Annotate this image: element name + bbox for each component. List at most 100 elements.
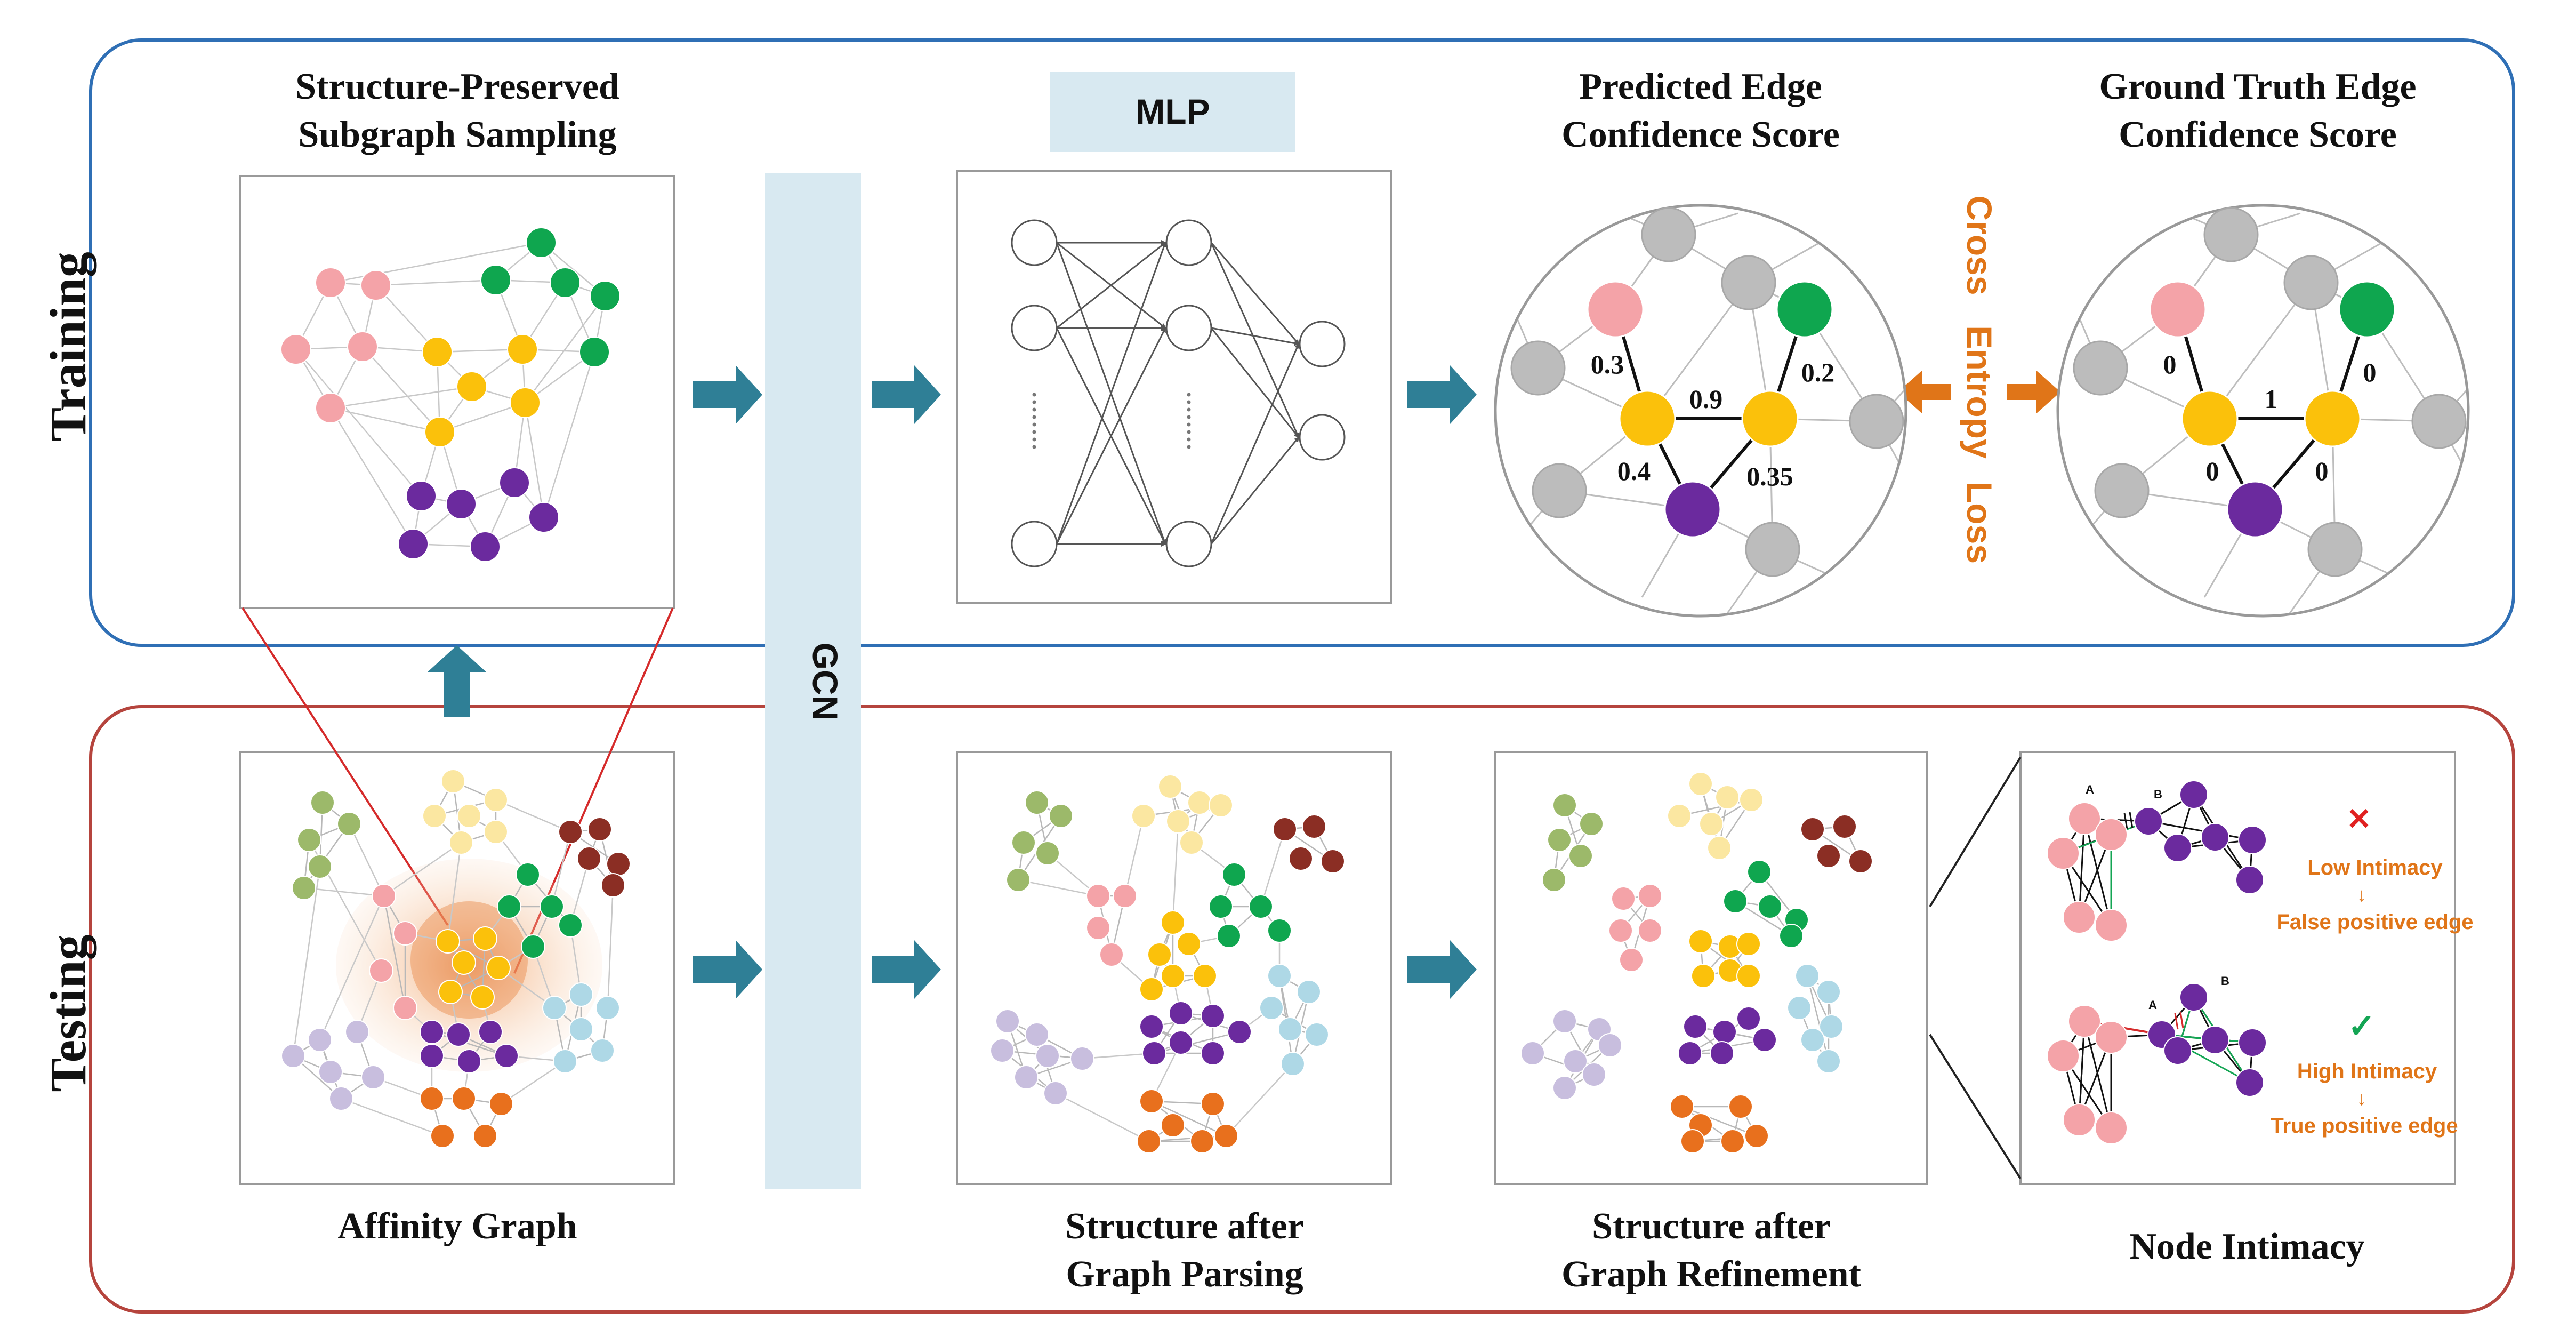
parsing-node-purple [1169,1030,1193,1055]
affinity-node-light_yellow [449,830,473,855]
parsing-node-pink [1086,884,1110,908]
refine-node-brown [1832,814,1857,839]
affinity-node-yellow [486,956,511,980]
sampling-edge [362,346,440,433]
refine-node-pink [1608,918,1633,943]
parsing-edge [1172,821,1179,923]
mlp-neuron [1011,305,1058,351]
mlp-ellipsis-dot [1187,430,1191,434]
intimacy-node-purple [2201,1026,2229,1054]
parsing-node-green [1217,924,1241,948]
high-down-arrow-icon: ↓ [2357,1087,2366,1109]
sampling-node-yellow [422,337,453,367]
check-mark-icon: ✓ [2348,1008,2376,1045]
refine-node-green [1779,924,1804,948]
sampling-edge [329,407,414,545]
intimacy-node-pink [2095,909,2128,942]
loss-arrow-right [2007,371,2060,413]
mlp-ellipsis-dot [1187,393,1191,397]
training-label: Training [39,252,96,442]
affinity-node-purple [420,1044,444,1068]
ground-circle [2056,204,2470,618]
arrow-mlp-to-predicted [1407,365,1477,424]
intimacy-graph [2047,780,2267,1144]
affinity-node-orange [452,1086,476,1111]
parsing-node-green [1222,862,1246,887]
parsing-node-purple [1201,1004,1225,1028]
affinity-edge [341,1098,443,1137]
sampling-edge [543,351,595,518]
ground-node-purple [2226,481,2284,538]
sampling-panel [239,175,675,609]
high-intimacy-label: High Intimacy [2297,1060,2437,1083]
parsing-node-yellow [1177,932,1201,956]
refine-node-light_blue [1816,980,1841,1004]
refine-node-green [1758,894,1782,919]
refine-node-lavender [1552,1009,1577,1034]
parsing-node-yellow [1147,942,1172,967]
mlp-connection [1211,327,1300,346]
affinity-node-brown [577,846,601,871]
parsing-node-brown [1321,849,1345,874]
affinity-edge [501,1060,566,1105]
loss-word-loss: Loss [1960,482,1999,564]
mlp-neuron [1299,414,1346,461]
refine-node-orange [1744,1124,1769,1148]
sampling-title-1: Structure-Preserved [295,66,619,107]
parsing-node-light_blue [1267,964,1292,988]
loss-word-cross: Cross [1960,195,1999,295]
mlp-neuron [1299,321,1346,367]
affinity-node-orange [430,1124,455,1148]
intimacy-node-pink [2068,1005,2101,1038]
affinity-node-light_blue [569,982,593,1007]
gt-weight-pink-yellow: 0 [2163,349,2177,379]
arrow-parsing-to-refine [1407,940,1477,999]
mlp-ellipsis-dot [1032,400,1036,404]
parsing-node-lavender [1014,1065,1039,1090]
mlp-title: MLP [1136,92,1210,131]
affinity-edge [607,885,614,1008]
gt-weight-yellow-purple-left: 0 [2206,456,2219,486]
parsing-node-yellow [1193,964,1217,988]
sampling-node-pink [360,270,391,301]
refine-node-orange [1670,1094,1694,1119]
predicted-title-1: Predicted Edge [1579,66,1822,107]
refine-node-olive [1568,844,1593,868]
parsing-node-lavender [995,1009,1020,1034]
parsing-title-2: Graph Parsing [1066,1254,1303,1295]
intimacy-node-pink [2095,1111,2128,1144]
parsing-node-light_yellow [1209,793,1233,818]
parsing-node-orange [1161,1113,1185,1138]
affinity-node-purple [420,1020,444,1044]
parsing-edge [1260,829,1286,907]
gcn-bar [765,173,861,1189]
arrow-gcn-to-mlp [872,365,941,424]
affinity-node-light_blue [542,996,567,1020]
parsing-edge [1124,815,1145,896]
mlp-ellipsis-dot [1032,393,1036,397]
intimacy-node-pink [2047,837,2080,870]
affinity-node-lavender [308,1028,332,1052]
intimacy-cut-mark [2123,813,2128,830]
intimacy-edge [2083,818,2112,926]
parsing-node-olive [1049,804,1073,828]
refine-node-yellow [1736,964,1761,988]
affinity-graph [281,769,631,1148]
mlp-ellipsis-dot [1187,422,1191,427]
affinity-node-orange [489,1092,513,1116]
intimacy-node-pink [2095,1021,2128,1054]
intimacy-node-pink [2063,901,2096,934]
mlp-neuron [1165,521,1212,567]
pred-weight-yellow-yellow: 0.9 [1689,384,1723,414]
mlp-neuron [1165,305,1212,351]
predicted-node-gray [1532,463,1587,518]
affinity-node-olive [297,828,321,852]
predicted-title-2: Confidence Score [1561,114,1840,155]
parsing-node-light_yellow [1158,774,1182,799]
low-intimacy-label: Low Intimacy [2307,856,2443,879]
sampling-node-pink [315,267,346,298]
affinity-edge [551,831,571,907]
ground-node-gray [2283,255,2339,310]
predicted-node-gray [1510,340,1566,396]
refine-node-light_blue [1819,1014,1844,1039]
